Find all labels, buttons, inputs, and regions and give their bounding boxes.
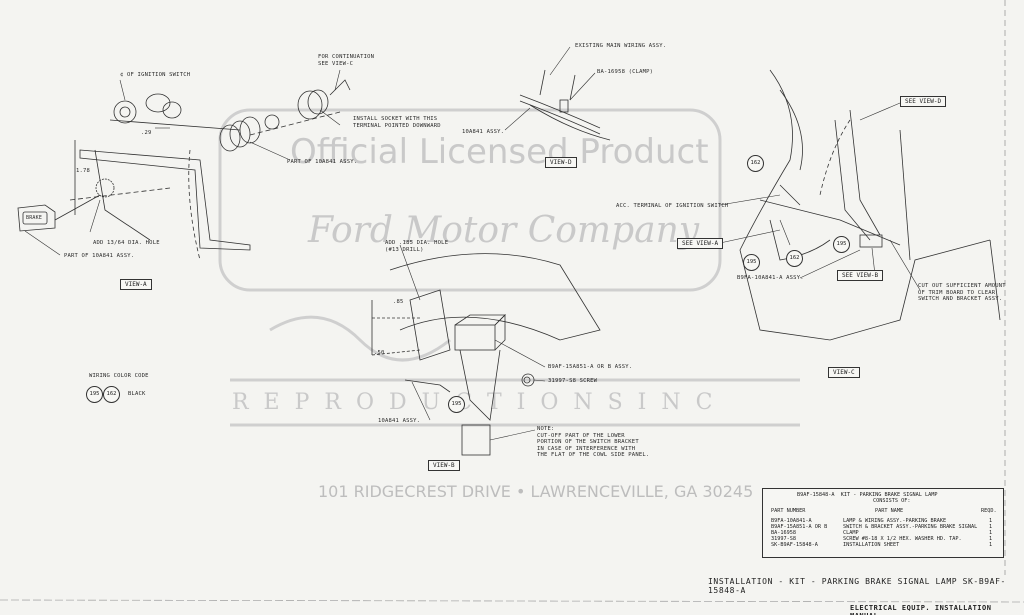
label-for-continuation: FOR CONTINUATION SEE VIEW-C <box>318 54 375 67</box>
part-name-0: LAMP & WIRING ASSY.-PARKING BRAKE <box>843 518 947 524</box>
part-qty-2: 1 <box>989 530 993 536</box>
wire-195-marker-c2: 195 <box>833 236 850 253</box>
watermark-address: 101 RIDGECREST DRIVE • LAWRENCEVILLE, GA… <box>318 482 754 501</box>
part-name-2: CLAMP <box>843 530 859 536</box>
col-part-number: PART NUMBER <box>771 508 806 514</box>
part-number-1: B9AF-15A851-A OR B <box>771 524 828 530</box>
label-screw: 31997-S8 SCREW <box>548 378 598 384</box>
watermark-licensed: Official Licensed Product <box>290 132 709 172</box>
label-clamp: BA-16958 (CLAMP) <box>597 69 654 75</box>
label-dim-29: .29 <box>141 130 152 136</box>
brake-lamp-label: BRAKE <box>26 215 43 221</box>
label-dim-85: .85 <box>393 299 404 305</box>
wire-162-marker-c1: 162 <box>747 155 764 172</box>
see-view-b-tag: SEE VIEW-B <box>837 270 884 281</box>
part-qty-0: 1 <box>989 518 993 524</box>
wire-195-legend: 195 <box>86 386 103 403</box>
part-qty-1: 1 <box>989 524 993 530</box>
label-cut-out: CUT OUT SUFFICIENT AMOUNT OF TRIM BOARD … <box>918 283 1006 302</box>
watermark-frame <box>218 108 800 427</box>
view-d-drawing <box>519 69 611 141</box>
col-reqd: REQD. <box>981 508 997 514</box>
label-ignition-switch: ¢ OF IGNITION SWITCH <box>120 72 191 78</box>
parts-table: B9AF-15848-A KIT - PARKING BRAKE SIGNAL … <box>762 488 1004 558</box>
watermark-ford: Ford Motor Company <box>308 210 700 251</box>
label-wiring-color-code: WIRING COLOR CODE <box>89 373 149 379</box>
label-dim-1-78: 1.78 <box>76 168 91 174</box>
footer-title: INSTALLATION - KIT - PARKING BRAKE SIGNA… <box>708 577 1006 595</box>
label-black: BLACK <box>128 391 146 397</box>
manual-title: ELECTRICAL EQUIP. INSTALLATION MANUAL <box>850 604 992 615</box>
part-number-4: SK-B9AF-15848-A <box>771 542 818 548</box>
label-dim-50: .50 <box>374 350 385 356</box>
view-b-drawing <box>371 253 601 456</box>
label-part-of-assy-spring: PART OF 10A841 ASSY. <box>287 159 358 165</box>
parts-table-subtitle: CONSISTS OF: <box>873 498 911 504</box>
part-qty-4: 1 <box>989 542 993 548</box>
part-name-1: SWITCH & BRACKET ASSY.-PARKING BRAKE SIG… <box>843 524 978 530</box>
wire-162-marker-c2: 162 <box>786 250 803 267</box>
label-switch-assy: B9AF-15A851-A OR B ASSY. <box>548 364 633 370</box>
part-number-0: B9FA-10A841-A <box>771 518 812 524</box>
label-assy-d: 10A841 ASSY. <box>462 129 505 135</box>
view-a-drawing <box>17 93 251 261</box>
label-add-hole-a: ADD 13/64 DIA. HOLE <box>93 240 160 246</box>
label-assy-b: 10A841 ASSY. <box>378 418 421 424</box>
wire-195-marker-b: 195 <box>448 396 465 413</box>
view-c-drawing <box>739 69 1001 341</box>
view-b-tag: VIEW-B <box>428 460 460 471</box>
col-part-name: PART NAME <box>875 508 904 514</box>
label-part-of-assy-a: PART OF 10A841 ASSY. <box>64 253 135 259</box>
label-note: NOTE: CUT-OFF PART OF THE LOWER PORTION … <box>537 426 650 458</box>
socket-assembly <box>219 79 351 152</box>
label-existing-wiring: EXISTING MAIN WIRING ASSY. <box>575 43 667 49</box>
parts-table-title: B9AF-15848-A KIT - PARKING BRAKE SIGNAL … <box>797 492 938 498</box>
view-d-tag: VIEW-D <box>545 157 577 168</box>
see-view-a-tag: SEE VIEW-A <box>677 238 724 249</box>
view-c-tag: VIEW-C <box>828 367 860 378</box>
part-number-3: 31997-S8 <box>771 536 796 542</box>
view-a-tag: VIEW-A <box>120 279 152 290</box>
label-assy-c: B9FA-10A841-A ASSY. <box>737 275 804 281</box>
wire-195-marker-c1: 195 <box>743 254 760 271</box>
part-name-4: INSTALLATION SHEET <box>843 542 900 548</box>
label-add-hole-b: ADD .185 DIA. HOLE (#13 DRILL) <box>385 240 449 253</box>
part-name-3: SCREW #8-18 X 1/2 HEX. WASHER HD. TAP. <box>843 536 962 542</box>
part-qty-3: 1 <box>989 536 993 542</box>
leader-lines <box>24 46 921 441</box>
label-acc-terminal: ACC. TERMINAL OF IGNITION SWITCH <box>616 203 729 209</box>
see-view-d-tag: SEE VIEW-D <box>900 96 947 107</box>
wire-162-legend: 162 <box>103 386 120 403</box>
part-number-2: BA-16958 <box>771 530 796 536</box>
label-install-socket: INSTALL SOCKET WITH THIS TERMINAL POINTE… <box>353 116 441 129</box>
